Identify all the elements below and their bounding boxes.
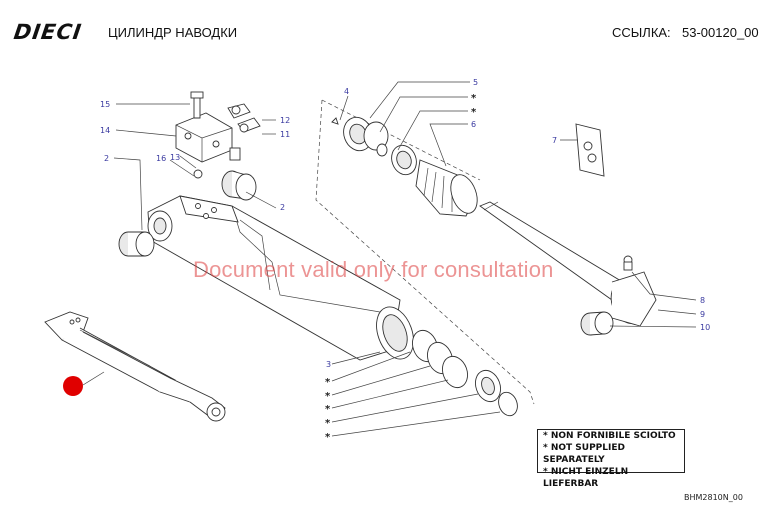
legend-line-de: * NICHT EINZELN LIEFERBAR [543,467,629,489]
page-header: DIECI ЦИЛИНДР НАВОДКИ ССЫЛКА: 53-00120_0… [0,0,768,48]
star-marker: * [471,93,477,104]
callout-5: 5 [473,78,478,87]
legend-line-en: * NOT SUPPLIED SEPARATELY [543,443,625,465]
callout-11: 11 [280,130,290,139]
seal-rings [412,329,518,417]
callout-7: 7 [552,136,557,145]
callout-13: 13 [170,153,180,162]
callout-16: 16 [156,154,166,163]
callout-12: 12 [280,116,290,125]
valve-block [175,91,241,179]
reference-code: 53-00120_00 [682,25,759,40]
overview-cylinder [44,311,226,422]
callout-6: 6 [471,120,476,129]
drawing-code: BHM2810N_00 [684,493,743,502]
accessory-bag [575,123,605,177]
star-marker: * [325,377,331,388]
gland-parts [331,116,478,217]
piston-rod [479,201,657,327]
callout-14: 14 [100,126,110,135]
reference-label: ССЫЛКА: [612,25,671,40]
star-marker: * [325,432,331,443]
callout-4: 4 [344,87,349,96]
callout-3: 3 [326,360,331,369]
fittings [227,103,261,133]
callout-9: 9 [700,310,705,319]
callout-10: 10 [700,323,710,332]
star-marker: * [471,107,477,118]
selection-marker[interactable] [63,376,83,396]
callout-8: 8 [700,296,705,305]
legend-box: * NON FORNIBILE SCIOLTO * NOT SUPPLIED S… [537,429,685,489]
consultation-watermark: Document valid only for consultation [193,257,554,282]
star-marker: * [325,418,331,429]
star-marker: * [325,391,331,402]
cylinder-barrel [147,195,414,361]
legend-line-it: * NON FORNIBILE SCIOLTO [543,431,676,441]
callout-15: 15 [100,100,110,109]
callout-2-right: 2 [280,203,285,212]
page-title: ЦИЛИНДР НАВОДКИ [108,25,238,40]
star-marker: * [325,404,331,415]
callout-2-left: 2 [104,154,109,163]
